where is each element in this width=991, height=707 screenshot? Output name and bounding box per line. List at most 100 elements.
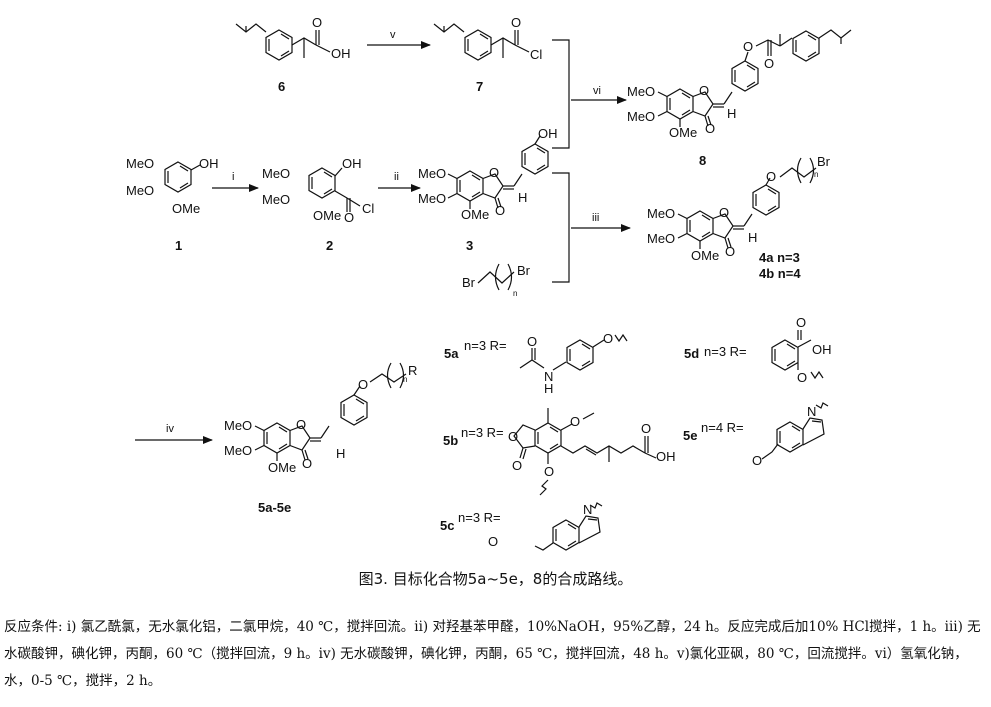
ring-o-label: O bbox=[699, 83, 709, 98]
ether-o-label: O bbox=[358, 377, 368, 392]
oh-label: OH bbox=[538, 126, 558, 141]
bracket-iii bbox=[552, 172, 570, 283]
r-group-5c-text: n=3 R= bbox=[458, 510, 501, 525]
ome-label: OMe bbox=[461, 207, 489, 222]
oh-label: OH bbox=[656, 449, 676, 464]
amide-h-label: H bbox=[544, 381, 553, 396]
indole-n-label: N bbox=[807, 404, 816, 419]
compound-5-label: 5a-5e bbox=[258, 500, 291, 515]
r-group-5a: 5a n=3 R= O N H O bbox=[444, 331, 628, 396]
acid-o-label: O bbox=[796, 315, 806, 330]
ether-o-label: O bbox=[766, 169, 776, 184]
figure-caption: 图3. 目标化合物5a~5e，8的合成路线。 bbox=[358, 570, 633, 588]
lactone-o-label: O bbox=[508, 429, 518, 444]
meo-label: MeO bbox=[418, 166, 446, 181]
meo-label: MeO bbox=[627, 84, 655, 99]
compound-5: MeO MeO OMe O O H O n R 5a-5e bbox=[224, 362, 417, 515]
compound-7-label: 7 bbox=[476, 79, 483, 94]
r-group-5a-label: 5a bbox=[444, 346, 459, 361]
ether-o-label: O bbox=[544, 464, 554, 479]
ome-label: OMe bbox=[669, 125, 697, 140]
r-group-5e: 5e n=4 R= O N bbox=[683, 402, 829, 468]
h-label: H bbox=[518, 190, 527, 205]
reaction-scheme: O OH 6 v O Cl 7 vi MeO MeO OMe O O H O O bbox=[126, 15, 852, 551]
ome-label: OMe bbox=[691, 248, 719, 263]
reagent-i-label: i bbox=[232, 171, 234, 183]
r-group-5b-text: n=3 R= bbox=[461, 425, 504, 440]
reagent-vi-label: vi bbox=[593, 85, 601, 97]
ketone-o-label: O bbox=[495, 203, 505, 218]
reagent-v-label: v bbox=[390, 29, 396, 41]
r-group-5b: 5b n=3 R= O O O O O OH bbox=[443, 408, 676, 496]
r-group-5d-text: n=3 R= bbox=[704, 344, 747, 359]
ester-o-label: O bbox=[743, 39, 753, 54]
r-group-5a-text: n=3 R= bbox=[464, 338, 507, 353]
r-group-5e-text: n=4 R= bbox=[701, 420, 744, 435]
dibromoalkane: Br n Br bbox=[462, 263, 531, 298]
meo-label: MeO bbox=[418, 191, 446, 206]
compound-1-label: 1 bbox=[175, 238, 182, 253]
br-label: Br bbox=[462, 275, 476, 290]
oh-label: OH bbox=[331, 46, 351, 61]
meo-label: MeO bbox=[262, 192, 290, 207]
ketone-o-label: O bbox=[344, 210, 354, 225]
meo-label: MeO bbox=[262, 166, 290, 181]
meo-label: MeO bbox=[627, 109, 655, 124]
acid-o-label: O bbox=[641, 421, 651, 436]
r-group-5e-label: 5e bbox=[683, 428, 697, 443]
compound-4b-label: 4b n=4 bbox=[759, 266, 801, 281]
aldehyde-o-label: O bbox=[752, 453, 762, 468]
meo-label: MeO bbox=[126, 156, 154, 171]
compound-2-label: 2 bbox=[326, 238, 333, 253]
ether-o-label: O bbox=[797, 370, 807, 385]
ketone-o-label: O bbox=[705, 121, 715, 136]
cl-label: Cl bbox=[362, 201, 374, 216]
compound-6: O OH 6 bbox=[235, 15, 351, 94]
reaction-conditions: 反应条件: i) 氯乙酰氯，无水氯化铝，二氯甲烷，40 ℃，搅拌回流。ii) 对… bbox=[4, 619, 981, 689]
n-label: n bbox=[814, 170, 818, 179]
aldehyde-o-label: O bbox=[488, 534, 498, 549]
compound-4a-label: 4a n=3 bbox=[759, 250, 800, 265]
oh-label: OH bbox=[812, 342, 832, 357]
ome-o-label: O bbox=[570, 414, 580, 429]
ome-label: OMe bbox=[313, 208, 341, 223]
ether-o-label: O bbox=[603, 331, 613, 346]
oh-label: OH bbox=[342, 156, 362, 171]
carbonyl-o-label: O bbox=[764, 56, 774, 71]
compound-2: OH MeO MeO OMe O Cl 2 bbox=[262, 156, 374, 253]
carbonyl-o-label: O bbox=[512, 458, 522, 473]
compound-4: MeO MeO OMe O O H O n Br 4a n=3 4b n=4 bbox=[647, 154, 831, 281]
ketone-o-label: O bbox=[302, 456, 312, 471]
ring-o-label: O bbox=[719, 205, 729, 220]
ring-o-label: O bbox=[489, 165, 499, 180]
r-label: R bbox=[408, 363, 417, 378]
r-group-5d: 5d n=3 R= O OH O bbox=[684, 315, 832, 385]
compound-3-label: 3 bbox=[466, 238, 473, 253]
meo-label: MeO bbox=[647, 231, 675, 246]
n-label: n bbox=[513, 289, 517, 298]
n-label: n bbox=[403, 375, 407, 384]
compound-8-label: 8 bbox=[699, 153, 706, 168]
r-group-5b-label: 5b bbox=[443, 433, 458, 448]
r-group-5d-label: 5d bbox=[684, 346, 699, 361]
br-label: Br bbox=[517, 263, 531, 278]
amide-o-label: O bbox=[527, 334, 537, 349]
meo-label: MeO bbox=[224, 418, 252, 433]
r-group-5c-label: 5c bbox=[440, 518, 454, 533]
ome-label: OMe bbox=[172, 201, 200, 216]
indole-n-label: N bbox=[583, 502, 592, 517]
br-label: Br bbox=[817, 154, 831, 169]
amide-n-label: N bbox=[544, 369, 553, 384]
carbonyl-o-label: O bbox=[312, 15, 322, 30]
cl-label: Cl bbox=[530, 47, 542, 62]
meo-label: MeO bbox=[224, 443, 252, 458]
ome-label: OMe bbox=[268, 460, 296, 475]
compound-6-label: 6 bbox=[278, 79, 285, 94]
bracket-vi bbox=[552, 39, 570, 149]
h-label: H bbox=[748, 230, 757, 245]
h-label: H bbox=[336, 446, 345, 461]
reagent-iv-label: iv bbox=[166, 423, 174, 435]
carbonyl-o-label: O bbox=[511, 15, 521, 30]
compound-8: MeO MeO OMe O O H O O 8 bbox=[627, 29, 852, 168]
reagent-iii-label: iii bbox=[592, 212, 599, 224]
